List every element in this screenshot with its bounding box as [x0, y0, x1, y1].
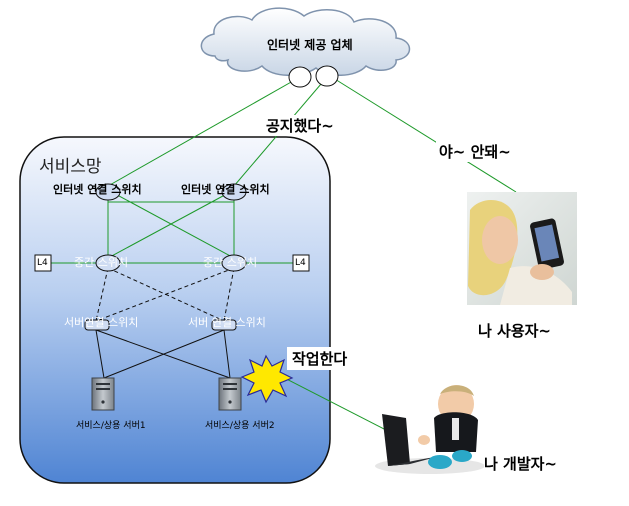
dashed-link-m2-s2	[223, 267, 235, 322]
l4-right-label: L4	[295, 258, 306, 268]
dashed-link-m1-s1	[95, 267, 109, 322]
switch-icon	[84, 319, 110, 331]
middle-switch-2-label: 중간 스위치	[203, 256, 258, 269]
internet-switch-1-label: 인터넷 연결 스위치	[53, 183, 142, 196]
server-2-label: 서비스/상용 서버2	[205, 421, 275, 431]
link-router1-to-internet-switch-1	[107, 76, 301, 187]
cloud-icon	[200, 7, 411, 76]
user-label: 나 사용자~	[478, 320, 551, 341]
server-switch-2-label: 서버 연결 스위치	[188, 316, 266, 329]
baby-laptop-photo	[375, 385, 485, 474]
server-links	[95, 329, 231, 379]
green-links	[50, 75, 517, 433]
internet-switch-2-label: 인터넷 연결 스위치	[181, 183, 270, 196]
server-1-label: 서비스/상용 서버1	[76, 421, 146, 431]
switch-icon	[221, 254, 247, 272]
server-tower-icon	[218, 377, 242, 411]
server-tower-icon	[91, 377, 115, 411]
announced-callout: 공지했다~	[263, 115, 337, 136]
link-s1-server1	[95, 329, 105, 379]
server-switch-1-label: 서버연결 스위치	[64, 316, 139, 329]
link-s2-server2	[223, 329, 231, 379]
link-internet2-to-middle1	[107, 189, 235, 259]
isp-label: 인터넷 제공 업체	[267, 38, 353, 52]
developer-label: 나 개발자~	[484, 453, 557, 474]
l4-box-right	[292, 254, 310, 272]
l4-box-left	[34, 254, 52, 272]
switch-icon	[221, 183, 247, 201]
working-callout: 작업한다	[287, 347, 353, 370]
router-icon	[288, 66, 312, 88]
phone-user-photo	[467, 192, 577, 305]
switch-icon	[95, 254, 121, 272]
link-router2-to-user	[329, 75, 517, 193]
link-s2-server1	[103, 329, 225, 379]
middle-switch-1-label: 중간 스위치	[74, 256, 129, 269]
switch-icon	[95, 183, 121, 201]
no-way-callout: 야~ 안돼~	[436, 141, 514, 162]
explosion-icon	[240, 354, 294, 404]
l4-left-label: L4	[37, 258, 48, 268]
switch-icon	[211, 319, 237, 331]
service-network-label: 서비스망	[39, 157, 102, 177]
router-icon	[315, 65, 339, 87]
dashed-links	[95, 267, 235, 322]
dashed-link-m2-s1	[95, 267, 235, 322]
